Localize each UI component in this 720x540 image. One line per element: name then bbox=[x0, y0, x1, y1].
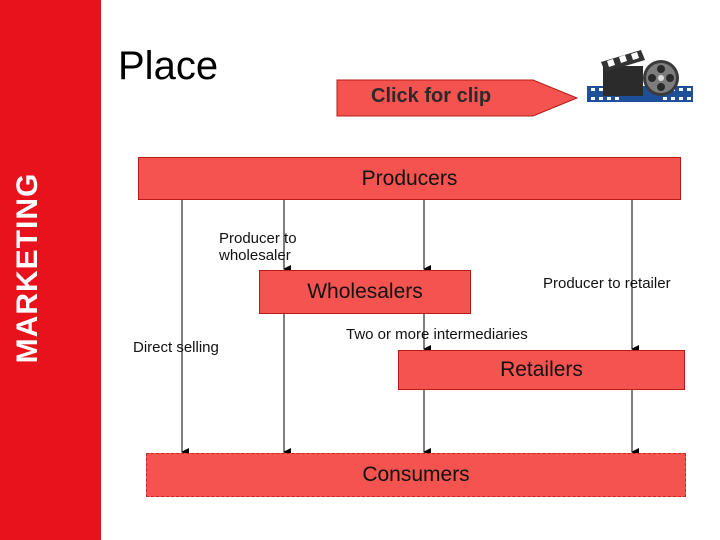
retailers-label: Retailers bbox=[500, 358, 583, 381]
channel-label-producer-to-wholesaler: Producer to wholesaler bbox=[219, 230, 297, 264]
click-for-clip-button[interactable]: Click for clip bbox=[335, 74, 580, 122]
producers-box: Producers bbox=[138, 157, 681, 200]
clip-arrow-shape bbox=[336, 79, 579, 117]
retailers-box: Retailers bbox=[398, 350, 685, 390]
slide-title: Place bbox=[118, 44, 219, 88]
wholesalers-box: Wholesalers bbox=[259, 270, 471, 314]
channel-label-two-or-more-intermediaries: Two or more intermediaries bbox=[346, 326, 528, 343]
clip-button-label: Click for clip bbox=[371, 85, 492, 107]
wholesalers-label: Wholesalers bbox=[307, 280, 423, 303]
consumers-label: Consumers bbox=[362, 463, 470, 486]
producers-label: Producers bbox=[361, 166, 458, 190]
channel-label-producer-to-retailer: Producer to retailer bbox=[543, 275, 671, 292]
film-clapper-reel-icon[interactable] bbox=[585, 40, 695, 115]
sidebar: MARKETING bbox=[0, 0, 101, 540]
channel-label-direct-selling: Direct selling bbox=[133, 339, 219, 356]
consumers-box: Consumers bbox=[146, 453, 686, 497]
